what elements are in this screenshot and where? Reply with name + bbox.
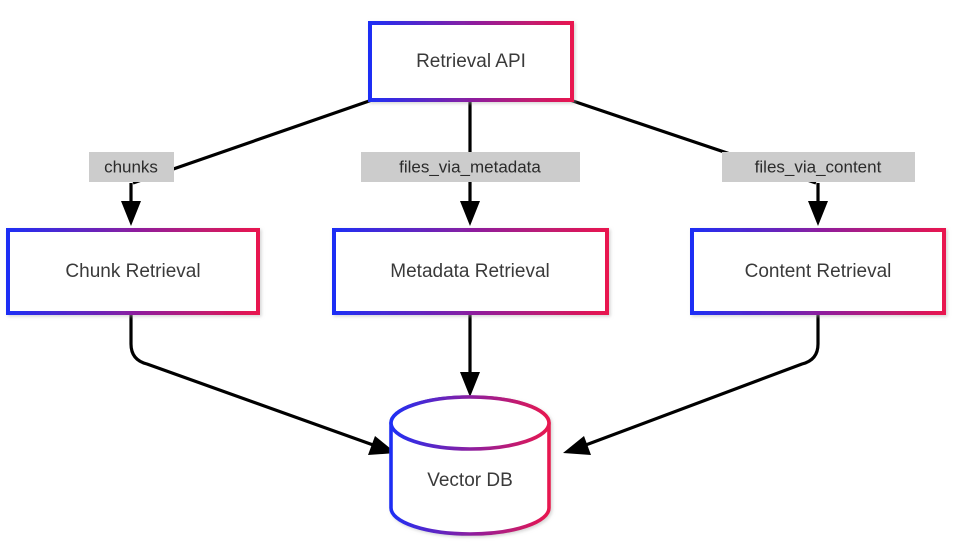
- node-content-retrieval-label: Content Retrieval: [745, 261, 892, 282]
- arrowhead-icon: [121, 201, 141, 226]
- arrowhead-icon: [368, 436, 396, 455]
- arrowhead-icon: [808, 201, 828, 226]
- edge-label-files-via-content-text: files_via_content: [755, 157, 882, 176]
- node-layer: Retrieval API Chunk Retrieval Metadata R…: [6, 21, 946, 536]
- node-metadata-retrieval-label: Metadata Retrieval: [390, 261, 549, 282]
- edge-content-retrieval-to-vector-db: [563, 313, 820, 455]
- edge-label-files-via-metadata-text: files_via_metadata: [399, 157, 541, 176]
- node-chunk-retrieval[interactable]: Chunk Retrieval: [6, 228, 260, 315]
- node-vector-db[interactable]: Vector DB: [389, 395, 551, 536]
- edge-label-layer: chunks files_via_metadata files_via_cont…: [89, 152, 915, 182]
- node-content-retrieval-box[interactable]: [690, 228, 946, 315]
- node-content-retrieval[interactable]: Content Retrieval: [690, 228, 946, 315]
- arrowhead-icon: [563, 436, 591, 455]
- arrowhead-icon: [460, 372, 480, 397]
- node-metadata-retrieval[interactable]: Metadata Retrieval: [332, 228, 609, 315]
- node-chunk-retrieval-label: Chunk Retrieval: [65, 261, 200, 282]
- node-vector-db-label: Vector DB: [427, 470, 513, 491]
- arrowhead-icon: [460, 201, 480, 226]
- edge-metadata-retrieval-to-vector-db: [460, 313, 480, 397]
- node-retrieval-api-label: Retrieval API: [416, 51, 526, 72]
- edge-label-files-via-metadata: files_via_metadata: [361, 152, 580, 182]
- node-chunk-retrieval-box[interactable]: [6, 228, 260, 315]
- node-retrieval-api[interactable]: Retrieval API: [368, 21, 574, 102]
- edge-chunk-retrieval-to-vector-db: [129, 313, 396, 455]
- edge-label-chunks-text: chunks: [104, 157, 158, 176]
- edge-label-files-via-content: files_via_content: [722, 152, 915, 182]
- edge-retrieval-api-to-metadata-retrieval: [460, 100, 480, 226]
- node-metadata-retrieval-box[interactable]: [332, 228, 609, 315]
- edge-label-chunks: chunks: [89, 152, 174, 182]
- node-vector-db-cylinder-top: [389, 395, 551, 451]
- edge-layer: [121, 98, 828, 455]
- node-retrieval-api-box[interactable]: [368, 21, 574, 102]
